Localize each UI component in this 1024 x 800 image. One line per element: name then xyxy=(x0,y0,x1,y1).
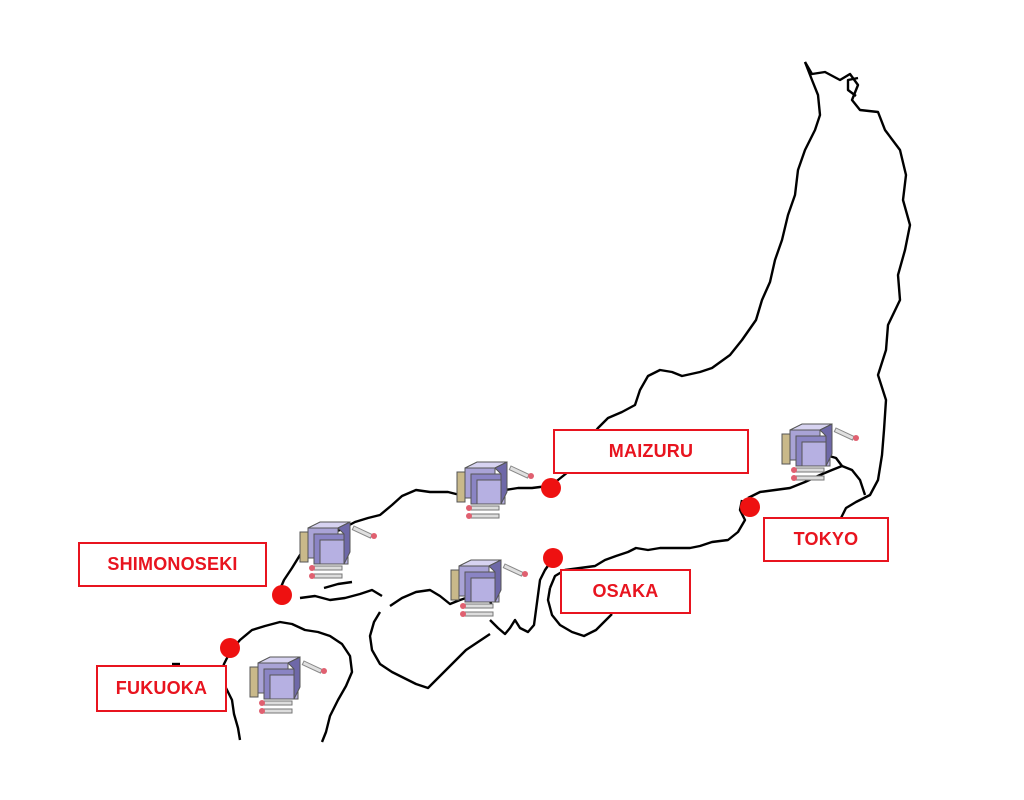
coastline xyxy=(172,61,912,743)
city-label-osaka: OSAKA xyxy=(560,569,691,614)
city-label-tokyo: TOKYO xyxy=(763,517,889,562)
city-label-maizuru: MAIZURU xyxy=(553,429,749,474)
city-label-shimonoseki: SHIMONOSEKI xyxy=(78,542,267,587)
factory-machine-icon xyxy=(781,423,860,482)
city-marker-tokyo[interactable] xyxy=(740,497,760,517)
factory-machine-icon xyxy=(456,461,535,520)
city-marker-maizuru[interactable] xyxy=(541,478,561,498)
city-marker-osaka[interactable] xyxy=(543,548,563,568)
factory-machine-icon xyxy=(450,559,529,618)
city-label-fukuoka: FUKUOKA xyxy=(96,665,227,712)
city-marker-fukuoka[interactable] xyxy=(220,638,240,658)
city-marker-shimonoseki[interactable] xyxy=(272,585,292,605)
factory-machine-icon xyxy=(249,656,328,715)
factory-machine-icon xyxy=(299,521,378,580)
